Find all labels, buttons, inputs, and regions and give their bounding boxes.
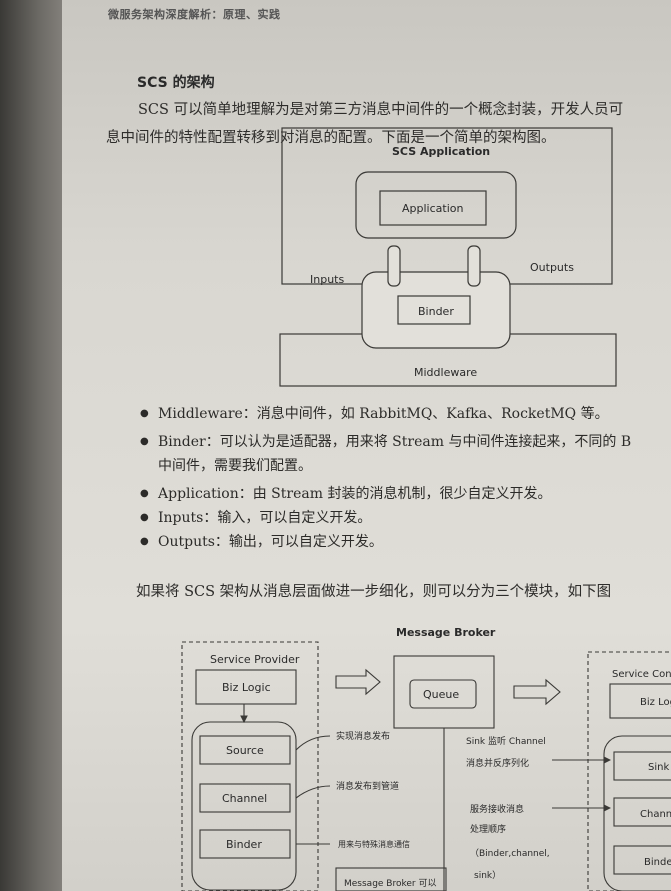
service-provider-label: Service Provider bbox=[210, 653, 300, 666]
publish-connector bbox=[295, 735, 331, 751]
biz-logic-label: Biz Logic bbox=[222, 681, 271, 694]
channel-label: Channel bbox=[222, 792, 267, 805]
queue-label: Queue bbox=[423, 688, 459, 701]
outputs-pipe bbox=[467, 245, 481, 287]
process-order-annotation: 处理顺序 bbox=[470, 823, 506, 835]
broker-bottom-box bbox=[335, 867, 447, 891]
channel-right-box bbox=[613, 797, 671, 827]
application-rounded-frame bbox=[355, 171, 517, 239]
bullet-middleware: Middleware：消息中间件，如 RabbitMQ、Kafka、Rocket… bbox=[158, 406, 609, 422]
sink-deserialize-annotation: 消息并反序列化 bbox=[466, 757, 529, 769]
list-item: Outputs：输出，可以自定义开发。 bbox=[140, 530, 671, 554]
inputs-label: Inputs bbox=[310, 273, 344, 286]
bullet-binder: Binder：可以认为是适配器，用来将 Stream 与中间件连接起来，不同的 … bbox=[158, 434, 632, 450]
sink-listen-annotation: Sink 监听 Channel bbox=[466, 735, 546, 747]
list-item: Inputs：输入，可以自定义开发。 bbox=[140, 506, 671, 530]
outputs-label: Outputs bbox=[530, 261, 574, 274]
source-box bbox=[199, 735, 291, 765]
binder-box bbox=[397, 295, 471, 325]
channel-box bbox=[199, 783, 291, 813]
sink-right-box bbox=[613, 751, 671, 781]
intro-paragraph-line-1: SCS 可以简单地理解为是对第三方消息中间件的一个概念封装，开发人员可 bbox=[138, 102, 624, 118]
pipe-annotation: 消息发布到管道 bbox=[336, 780, 399, 792]
bullet-application: Application：由 Stream 封装的消息机制，很少自定义开发。 bbox=[158, 486, 552, 502]
component-bullet-list: Middleware：消息中间件，如 RabbitMQ、Kafka、Rocket… bbox=[140, 402, 671, 554]
channel-right-label: Chann bbox=[640, 809, 671, 820]
binder-right-label: Binde bbox=[644, 857, 671, 868]
scs-application-label: SCS Application bbox=[392, 145, 490, 158]
application-label: Application bbox=[402, 202, 463, 215]
order-detail-annotation: （Binder,channel, bbox=[470, 848, 550, 859]
application-box bbox=[379, 190, 487, 226]
order-sink-annotation: sink） bbox=[474, 870, 501, 881]
bullet-binder-continuation: 中间件，需要我们配置。 bbox=[158, 458, 312, 474]
service-consumer-label: Service Con bbox=[612, 669, 671, 680]
bullet-outputs: Outputs：输出，可以自定义开发。 bbox=[158, 534, 383, 550]
running-head: 微服务架构深度解析：原理、实践 bbox=[108, 8, 281, 21]
source-label: Source bbox=[226, 744, 264, 757]
publish-annotation: 实现消息发布 bbox=[336, 730, 390, 742]
detail-paragraph: 如果将 SCS 架构从消息层面做进一步细化，则可以分为三个模块，如下图 bbox=[136, 584, 612, 600]
flow-arrow-right-icon bbox=[513, 678, 561, 706]
intro-paragraph-line-2: 息中间件的特性配置转移到对消息的配置。下面是一个简单的架构图。 bbox=[106, 130, 556, 146]
book-spine-shadow bbox=[0, 0, 70, 891]
message-broker-title: Message Broker bbox=[396, 626, 496, 639]
consumer-rounded-frame bbox=[603, 735, 671, 891]
list-item: Binder：可以认为是适配器，用来将 Stream 与中间件连接起来，不同的 … bbox=[140, 430, 671, 478]
service-provider-frame bbox=[181, 641, 319, 891]
binder-label: Binder bbox=[418, 305, 454, 318]
biz-logic-right-box bbox=[609, 683, 671, 719]
middleware-label: Middleware bbox=[414, 366, 477, 379]
bullet-inputs: Inputs：输入，可以自定义开发。 bbox=[158, 510, 372, 526]
list-item: Application：由 Stream 封装的消息机制，很少自定义开发。 bbox=[140, 482, 671, 506]
sink-right-label: Sink bbox=[648, 762, 669, 773]
service-consumer-frame bbox=[587, 651, 671, 891]
pipe-connector bbox=[295, 785, 331, 799]
biz-logic-box bbox=[195, 669, 297, 705]
list-item: Middleware：消息中间件，如 RabbitMQ、Kafka、Rocket… bbox=[140, 402, 671, 426]
section-title: SCS 的架构 bbox=[137, 75, 215, 91]
service-recv-annotation: 服务接收消息 bbox=[470, 803, 524, 815]
biz-logic-right-label: Biz Log bbox=[640, 697, 671, 708]
flow-arrow-right-icon bbox=[335, 668, 381, 696]
inputs-pipe bbox=[387, 245, 401, 287]
special-annotation: 用来与特殊消息通信 bbox=[338, 839, 410, 849]
binder-label: Binder bbox=[226, 838, 262, 851]
queue-box bbox=[409, 679, 477, 709]
binder-right-box bbox=[613, 845, 671, 875]
binder-rounded-frame bbox=[361, 271, 511, 349]
broker-bottom-label: Message Broker 可以 bbox=[344, 878, 436, 889]
binder-box bbox=[199, 829, 291, 859]
